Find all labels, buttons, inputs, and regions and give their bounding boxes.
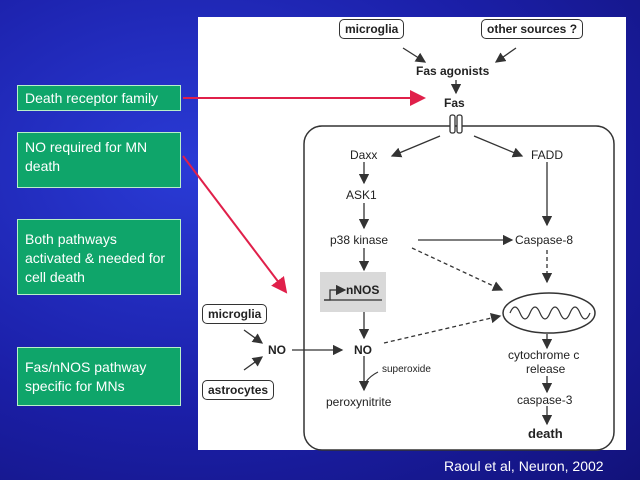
microglia-left-box: microglia <box>202 304 268 324</box>
release-label: release <box>526 362 566 376</box>
astrocytes-box: astrocytes <box>202 380 275 400</box>
callout-death-receptor-family: Death receptor family <box>17 85 181 111</box>
p38-kinase-label: p38 kinase <box>330 233 389 247</box>
callout-no-required: NO required for MN death <box>17 132 181 188</box>
peroxynitrite-label: peroxynitrite <box>326 395 392 409</box>
nnos-label: nNOS <box>346 283 380 297</box>
cytochrome-c-label: cytochrome c <box>508 348 580 362</box>
no-outer-label: NO <box>268 343 286 357</box>
microglia-top-box: microglia <box>339 19 405 39</box>
other-sources-box: other sources ? <box>481 19 584 39</box>
citation-text: Raoul et al, Neuron, 2002 <box>444 458 604 474</box>
fas-agonists-label: Fas agonists <box>416 64 490 78</box>
callout-both-pathways: Both pathways activated & needed for cel… <box>17 219 181 295</box>
callout-fas-nnos-specific: Fas/nNOS pathway specific for MNs <box>17 347 181 406</box>
fas-label: Fas <box>444 96 465 110</box>
caspase-8-label: Caspase-8 <box>515 233 574 247</box>
fadd-label: FADD <box>531 148 564 162</box>
no-inner-label: NO <box>354 343 372 357</box>
ask1-label: ASK1 <box>346 188 377 202</box>
superoxide-label: superoxide <box>382 364 431 375</box>
death-label: death <box>528 426 563 441</box>
caspase-3-label: caspase-3 <box>517 393 573 407</box>
daxx-label: Daxx <box>350 148 378 162</box>
